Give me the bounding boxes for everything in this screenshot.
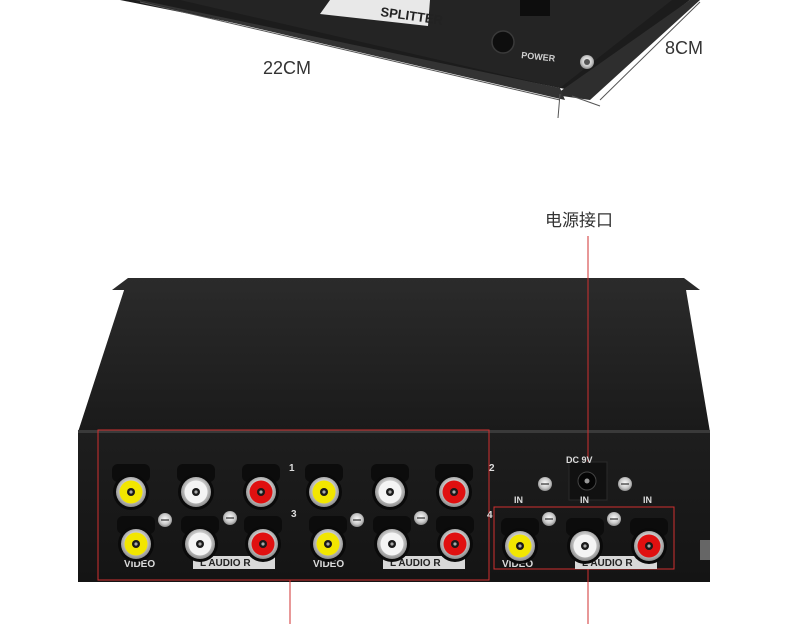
- rca-jack-video[interactable]: [112, 464, 150, 510]
- dc-jack: DC 9V: [566, 455, 608, 501]
- top-device: SPLITTER POWER: [120, 0, 700, 100]
- row-number-1: 1: [289, 463, 295, 474]
- row-number-2: 2: [489, 463, 495, 474]
- video-label-in: VIDEO: [502, 559, 533, 570]
- rca-jack-audio-left[interactable]: [566, 518, 604, 564]
- power-label: POWER: [521, 50, 556, 64]
- row-number-3: 3: [291, 509, 297, 520]
- rca-jack-video[interactable]: [117, 516, 155, 562]
- rca-jack-audio-right[interactable]: [242, 464, 280, 510]
- in-label-audio-left: IN: [580, 495, 589, 505]
- audio-label-in: L AUDIO R: [582, 558, 633, 569]
- rca-jack-video[interactable]: [501, 518, 539, 564]
- rca-jack-audio-left[interactable]: [373, 516, 411, 562]
- length-dimension-label: 22CM: [263, 58, 312, 78]
- rca-jack-audio-right[interactable]: [630, 518, 668, 564]
- audio-label-1: L AUDIO R: [200, 558, 251, 569]
- in-label-video: IN: [514, 495, 523, 505]
- rca-jack-audio-left[interactable]: [371, 464, 409, 510]
- rca-jack-video[interactable]: [309, 516, 347, 562]
- power-button[interactable]: [491, 30, 515, 54]
- rca-jack-audio-right[interactable]: [435, 464, 473, 510]
- rca-jack-audio-left[interactable]: [181, 516, 219, 562]
- power-port-annotation: 电源接口: [545, 211, 613, 230]
- dc-label: DC 9V: [566, 455, 593, 465]
- audio-label-plate-2: [383, 556, 465, 569]
- rca-jack-audio-right[interactable]: [436, 516, 474, 562]
- rca-jack-audio-left[interactable]: [177, 464, 215, 510]
- row-number-4: 4: [487, 510, 493, 521]
- rca-connectors: [112, 464, 668, 564]
- rca-jack-audio-right[interactable]: [244, 516, 282, 562]
- dimension-lines: [139, 1, 701, 119]
- splitter-label-plate: SPLITTER: [320, 0, 444, 28]
- panel-screws: [158, 477, 632, 527]
- video-label-2: VIDEO: [313, 559, 344, 570]
- audio-label-2: L AUDIO R: [390, 558, 441, 569]
- video-label-1: VIDEO: [124, 559, 155, 570]
- height-dimension-label: 8CM: [665, 38, 704, 58]
- in-label-audio-right: IN: [643, 495, 652, 505]
- rca-jack-video[interactable]: [305, 464, 343, 510]
